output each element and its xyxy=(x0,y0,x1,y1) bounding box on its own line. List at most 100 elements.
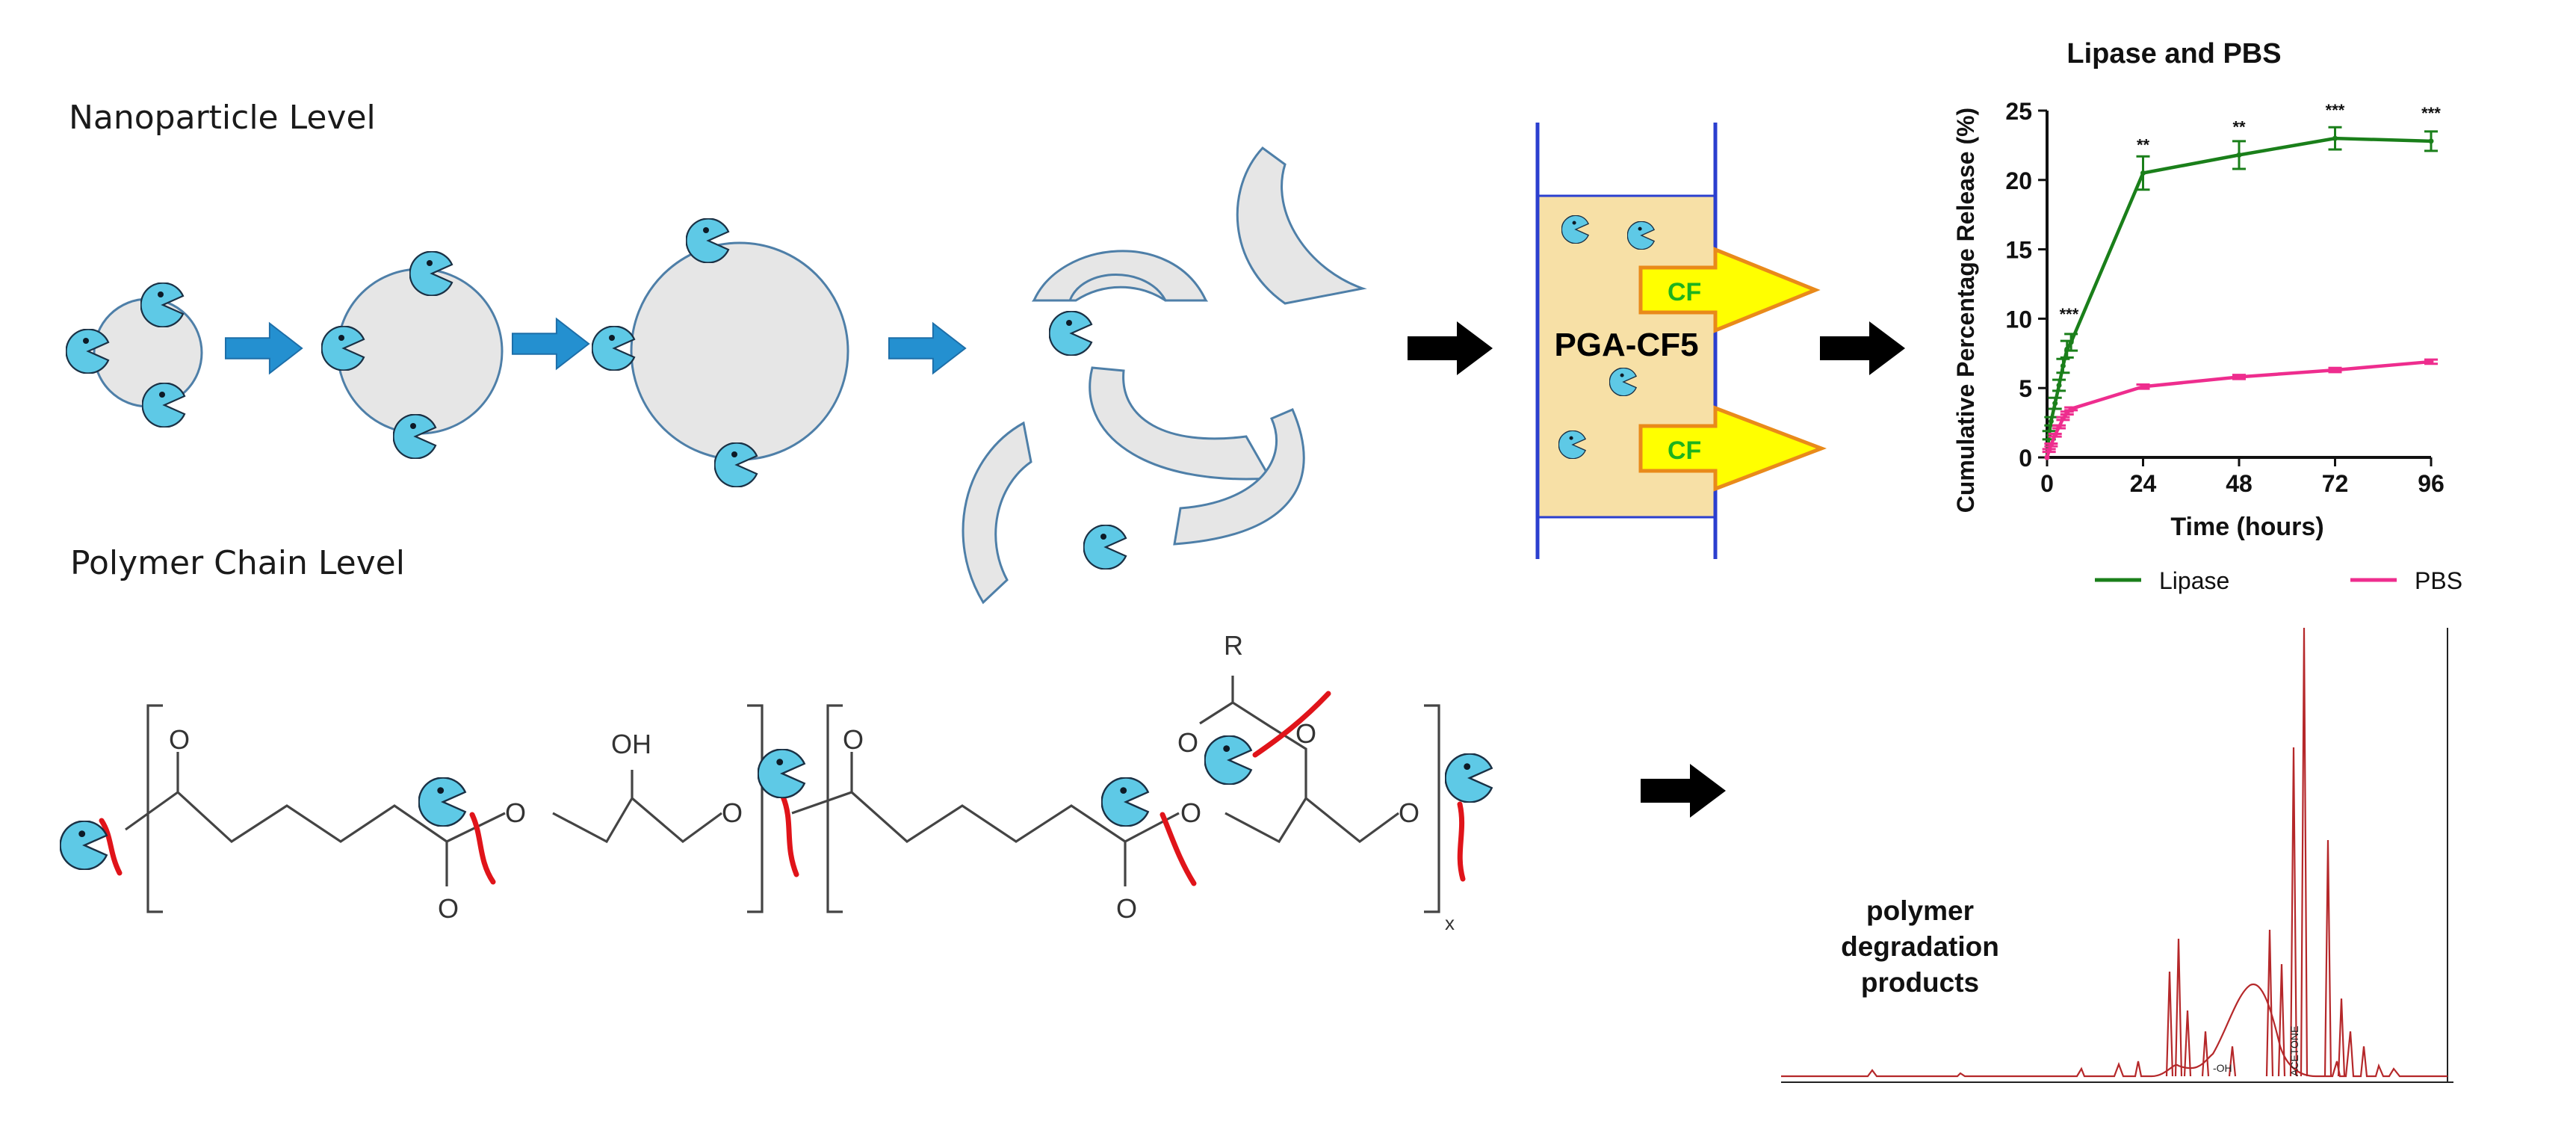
chart-xlabel: Time (hours) xyxy=(2170,513,2323,541)
enzyme-icon xyxy=(1101,777,1149,827)
y-tick-label: 10 xyxy=(2005,306,2032,333)
particle-fragments xyxy=(962,146,1367,605)
data-point xyxy=(2428,359,2434,365)
atom-o: O xyxy=(1116,893,1137,924)
data-point xyxy=(2140,170,2146,176)
x-tick-label: 96 xyxy=(2418,470,2445,497)
atom-o: O xyxy=(1177,727,1198,758)
y-tick-label: 15 xyxy=(2005,237,2032,264)
enzyme-icon xyxy=(1083,525,1127,570)
fragment xyxy=(1089,366,1272,481)
atom-o: O xyxy=(843,724,864,755)
y-tick-label: 20 xyxy=(2005,167,2032,194)
significance-label: *** xyxy=(2421,104,2441,123)
enzyme-icon xyxy=(1049,311,1093,356)
data-point xyxy=(2056,424,2062,430)
process-arrow-icon xyxy=(1641,764,1726,818)
series-line-lipase xyxy=(2045,136,2432,458)
chart-legend: Lipase PBS xyxy=(2095,567,2462,594)
cleavage-marks xyxy=(99,691,1466,886)
enzyme-icon xyxy=(1445,753,1493,803)
data-point xyxy=(2068,339,2074,345)
chart-ylabel: Cumulative Percentage Release (%) xyxy=(1952,108,1979,513)
data-point xyxy=(2048,442,2054,448)
polymer-chain-level-label: Polymer Chain Level xyxy=(70,544,405,582)
nmr-oh-label: -OH xyxy=(2213,1062,2232,1074)
blue-arrow-icon xyxy=(511,318,590,370)
fragment xyxy=(1173,408,1305,546)
data-point xyxy=(2046,448,2052,454)
enzyme-icon xyxy=(142,383,186,428)
x-tick-label: 0 xyxy=(2040,470,2054,497)
data-point xyxy=(2052,401,2058,407)
data-point xyxy=(2236,374,2242,380)
enzyme-icon xyxy=(686,218,730,263)
chain-bonds-unit-2 xyxy=(791,676,1399,886)
fragment xyxy=(962,421,1032,605)
cleavage-mark xyxy=(780,794,799,877)
atom-o: O xyxy=(1399,797,1419,828)
data-point xyxy=(2060,363,2066,369)
atom-o: O xyxy=(1180,797,1201,828)
nmr-acetone-label: ACETONE xyxy=(2288,1026,2300,1076)
nmr-trace xyxy=(1781,983,2447,1078)
enzyme-icon xyxy=(592,326,636,371)
degradation-products-label: polymer degradation products xyxy=(1841,895,1999,998)
atom-o: O xyxy=(438,893,459,924)
legend-label: PBS xyxy=(2415,567,2462,594)
legend-label: Lipase xyxy=(2159,567,2229,594)
enzyme-icon xyxy=(60,821,108,870)
polymer-structure xyxy=(125,676,1440,913)
data-point xyxy=(2056,382,2062,388)
significance-label: *** xyxy=(2060,305,2079,324)
fragment xyxy=(1032,250,1208,302)
y-tick-label: 25 xyxy=(2005,98,2032,125)
nmr-spectrum: -OH ACETONE xyxy=(1781,627,2453,1083)
repeat-subscript: x xyxy=(1445,912,1455,934)
x-tick-label: 24 xyxy=(2130,470,2157,497)
process-arrow-icon xyxy=(1408,321,1493,375)
bracket-left-1 xyxy=(146,704,163,913)
bracket-right-1 xyxy=(747,704,764,913)
data-point xyxy=(2048,419,2054,425)
cf-label: CF xyxy=(1668,436,1701,465)
x-tick-label: 48 xyxy=(2226,470,2253,497)
release-chamber: PGA-CF5 CF CF xyxy=(1535,123,1827,559)
enzyme-icon xyxy=(1204,735,1252,785)
enzyme-icon xyxy=(393,414,437,459)
significance-label: ** xyxy=(2137,136,2150,155)
x-tick-label: 72 xyxy=(2322,470,2349,497)
cleavage-mark xyxy=(1159,812,1197,886)
chart-title: Lipase and PBS xyxy=(2066,38,2281,70)
significance-label: *** xyxy=(2326,101,2345,120)
atom-oh: OH xyxy=(611,729,651,759)
chart-series: ************* xyxy=(2042,101,2441,460)
atom-o: O xyxy=(505,797,526,828)
cf-arrow-icon xyxy=(1638,405,1827,492)
fragment xyxy=(1236,146,1367,305)
atom-r: R xyxy=(1224,630,1243,661)
enzyme-icon xyxy=(758,749,805,798)
enzyme-icon xyxy=(140,283,185,327)
nmr-peaks xyxy=(2165,627,2346,1077)
data-point xyxy=(2060,416,2066,422)
data-point xyxy=(2068,406,2074,412)
blue-arrow-icon xyxy=(888,322,967,374)
cleavage-mark xyxy=(1457,801,1466,882)
atom-o: O xyxy=(169,724,190,755)
chain-bonds-unit-1 xyxy=(125,752,722,886)
nanoparticle-level-label: Nanoparticle Level xyxy=(69,99,376,137)
data-point xyxy=(2044,454,2050,460)
enzyme-icon xyxy=(714,442,758,487)
data-point xyxy=(2140,383,2146,389)
y-tick-label: 5 xyxy=(2019,375,2032,402)
cf-label: CF xyxy=(1668,278,1701,306)
process-arrow-icon xyxy=(1820,321,1905,375)
data-point xyxy=(2064,410,2070,416)
data-point xyxy=(2236,152,2242,158)
atom-o: O xyxy=(722,797,743,828)
data-point xyxy=(2052,432,2058,438)
polymer-atom-labels: O O O OH O O O O O O O R x xyxy=(169,630,1455,934)
bracket-left-2 xyxy=(826,704,843,913)
